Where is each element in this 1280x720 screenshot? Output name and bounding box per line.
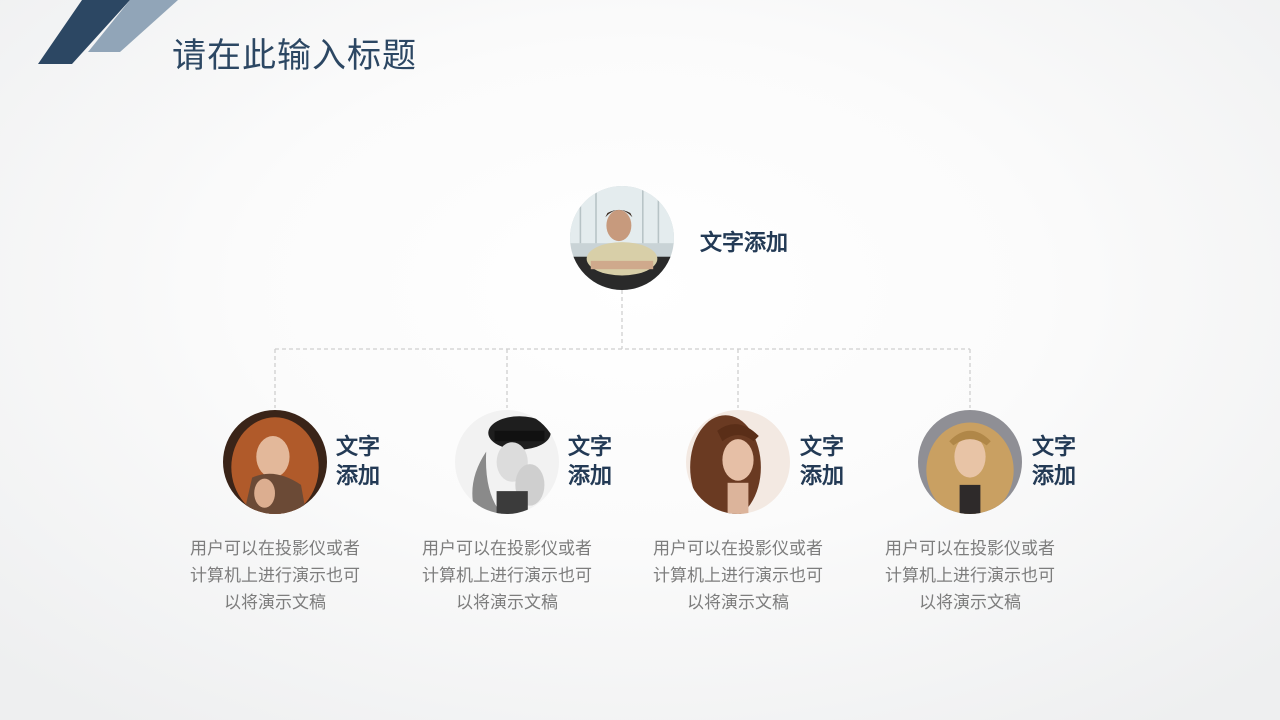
blonde-woman-photo [918, 410, 1022, 514]
child-avatar-4[interactable] [918, 410, 1022, 514]
child-label-3-line2: 添加 [800, 464, 845, 489]
child-label-4-line2: 添加 [1032, 464, 1077, 489]
child-desc-1[interactable]: 用户可以在投影仪或者 计算机上进行演示也可 以将演示文稿 [170, 536, 380, 617]
child-desc-4-line2: 计算机上进行演示也可 [885, 566, 1055, 586]
child-label-1-line2: 添加 [336, 464, 381, 489]
root-avatar[interactable] [570, 186, 674, 290]
child-label-4-line1: 文字 [1032, 435, 1077, 460]
brunette-woman-photo [686, 410, 790, 514]
child-label-3-line1: 文字 [800, 435, 845, 460]
child-label-1[interactable]: 文字 添加 [336, 433, 396, 491]
child-desc-3-line2: 计算机上进行演示也可 [653, 566, 823, 586]
child-label-3[interactable]: 文字 添加 [800, 433, 860, 491]
child-avatar-1[interactable] [223, 410, 327, 514]
slide-title[interactable]: 请在此输入标题 [172, 36, 417, 76]
child-desc-2[interactable]: 用户可以在投影仪或者 计算机上进行演示也可 以将演示文稿 [402, 536, 612, 617]
child-desc-4-line1: 用户可以在投影仪或者 [885, 539, 1055, 559]
child-avatar-2[interactable] [455, 410, 559, 514]
child-desc-3-line3: 以将演示文稿 [687, 593, 789, 613]
child-desc-1-line2: 计算机上进行演示也可 [190, 566, 360, 586]
child-desc-3[interactable]: 用户可以在投影仪或者 计算机上进行演示也可 以将演示文稿 [633, 536, 843, 617]
child-label-4[interactable]: 文字 添加 [1032, 433, 1092, 491]
woman-in-hat-bw-photo [455, 410, 559, 514]
corner-stripe-decoration [38, 0, 178, 64]
child-avatar-3[interactable] [686, 410, 790, 514]
child-desc-4[interactable]: 用户可以在投影仪或者 计算机上进行演示也可 以将演示文稿 [865, 536, 1075, 617]
child-label-1-line1: 文字 [336, 435, 381, 460]
child-desc-2-line1: 用户可以在投影仪或者 [422, 539, 592, 559]
child-desc-4-line3: 以将演示文稿 [919, 593, 1021, 613]
child-label-2-line2: 添加 [568, 464, 613, 489]
child-desc-3-line1: 用户可以在投影仪或者 [653, 539, 823, 559]
red-haired-woman-photo [223, 410, 327, 514]
child-label-2-line1: 文字 [568, 435, 613, 460]
child-desc-1-line1: 用户可以在投影仪或者 [190, 539, 360, 559]
man-portrait-photo [570, 186, 674, 290]
child-desc-2-line3: 以将演示文稿 [456, 593, 558, 613]
child-desc-2-line2: 计算机上进行演示也可 [422, 566, 592, 586]
child-label-2[interactable]: 文字 添加 [568, 433, 628, 491]
root-label[interactable]: 文字添加 [700, 231, 789, 256]
child-desc-1-line3: 以将演示文稿 [224, 593, 326, 613]
